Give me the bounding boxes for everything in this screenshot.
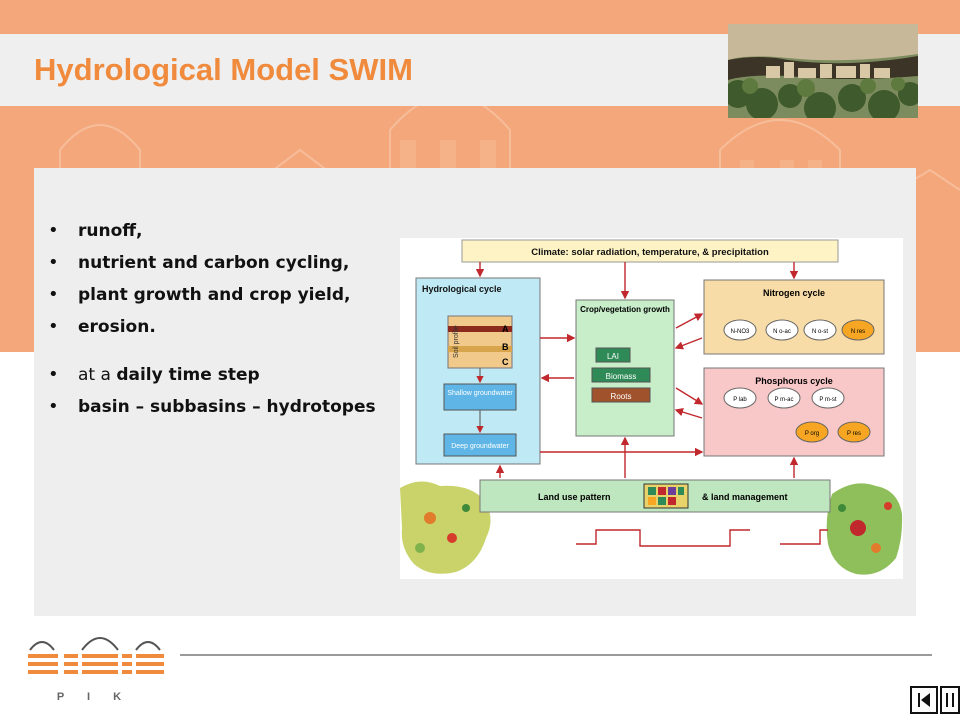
bullet-basin: basin – subbasins – hydrotopes [48,396,398,418]
p-mst-label: P m-st [819,397,837,403]
lai-label: LAI [607,352,619,361]
nitrogen-title: Nitrogen cycle [763,288,825,298]
p-res-label: P res [847,431,861,437]
land-use-label: Land use pattern [538,492,611,502]
n-st-label: N o-st [812,329,828,335]
roots-label: Roots [611,392,632,401]
cliff-dwelling-photo [728,24,918,118]
bullet-time-step: at a daily time step [48,364,398,386]
footer-divider [180,654,932,656]
hydro-title: Hydrological cycle [422,284,502,294]
n-res-label: N res [851,329,865,335]
right-basin-map [826,483,903,575]
bullet-erosion: erosion. [48,316,398,338]
pik-logo: P I K [24,628,174,708]
first-slide-button[interactable] [910,686,938,714]
deep-groundwater-label: Deep groundwater [451,443,509,450]
first-slide-icon [918,693,930,707]
layer-a-label: A [502,324,509,334]
bullet-plant-growth: plant growth and crop yield, [48,284,398,306]
n-no3-label: N-NO3 [731,329,750,335]
p-mac-label: P m-ac [775,397,794,403]
phosphorus-title: Phosphorus cycle [755,376,833,386]
layer-c-label: C [502,357,509,367]
bullet-list: runoff, nutrient and carbon cycling, pla… [48,220,398,428]
layer-b-label: B [502,342,509,352]
land-use-grid-icon [643,483,689,509]
p-org-label: P org [805,431,819,437]
shallow-groundwater-label: Shallow groundwater [447,390,513,397]
soil-profile-label: Soil profile [453,325,460,358]
pik-logo-letters: P I K [57,691,131,703]
slide-title: Hydrological Model SWIM [34,52,413,87]
bullet-nutrient: nutrient and carbon cycling, [48,252,398,274]
land-management-label: & land management [702,492,788,502]
left-basin-map [400,481,491,574]
biomass-label: Biomass [606,372,637,381]
n-ac-label: N o-ac [773,329,791,335]
bullet-runoff: runoff, [48,220,398,242]
p-lab-label: P lab [733,397,747,403]
swim-model-diagram: Climate: solar radiation, temperature, &… [400,238,903,579]
last-slide-icon [946,693,954,707]
climate-label: Climate: solar radiation, temperature, &… [531,247,769,258]
last-slide-button[interactable] [940,686,960,714]
crop-title: Crop/vegetation growth [580,305,670,314]
